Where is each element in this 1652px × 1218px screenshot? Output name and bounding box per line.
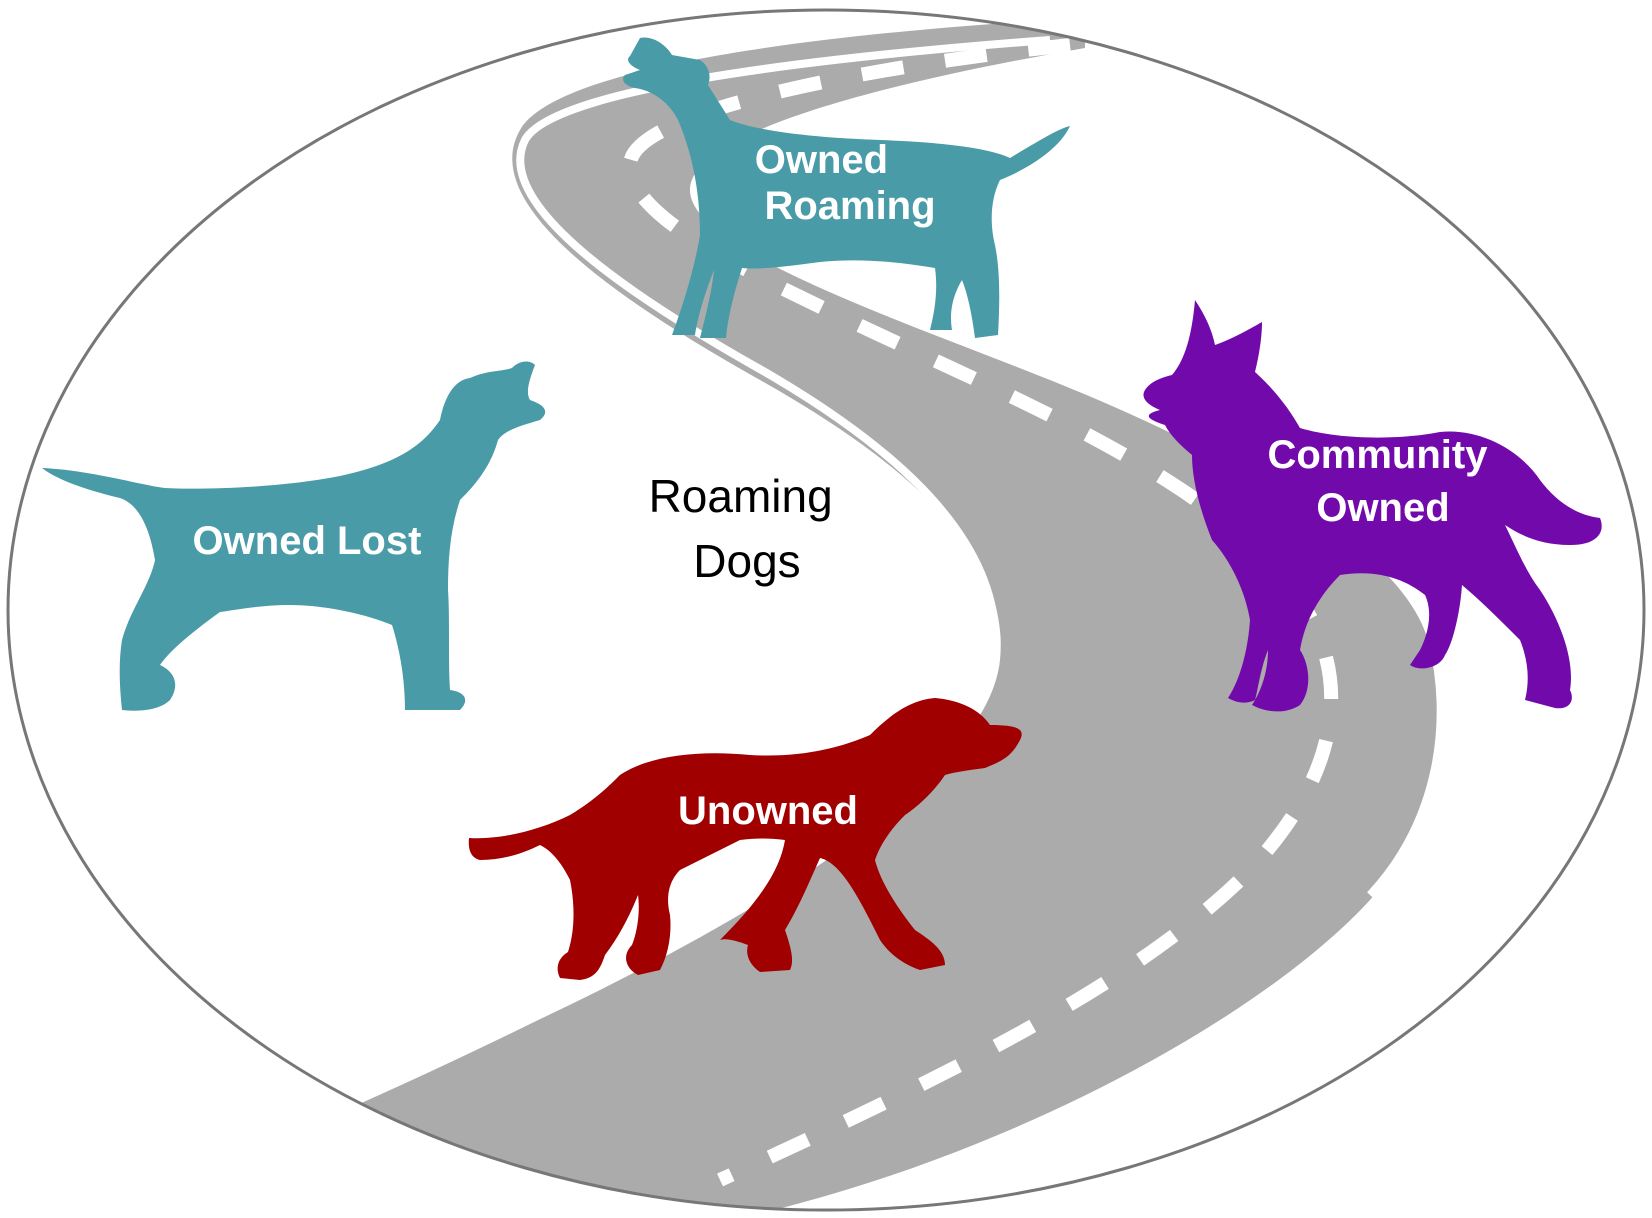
unowned-label: Unowned — [678, 789, 858, 833]
road-surface — [260, 18, 1440, 1210]
center-label: Roaming Dogs — [649, 470, 846, 587]
community-owned-dog-silhouette — [1143, 300, 1602, 712]
owned-roaming-label-line1: Owned — [755, 138, 888, 182]
unowned-dog: Unowned — [468, 698, 1022, 980]
owned-roaming-dog: Owned Roaming — [623, 37, 1070, 338]
community-owned-label-line1: Community — [1267, 433, 1488, 477]
community-owned-label: Community Owned — [1267, 433, 1498, 530]
owned-lost-dog: Owned Lost — [42, 361, 546, 711]
community-owned-dog: Community Owned — [1143, 300, 1602, 712]
center-label-line1: Roaming — [649, 470, 833, 522]
road-edge-line-left — [298, 36, 1051, 1129]
owned-roaming-label-line2: Roaming — [764, 184, 935, 228]
ellipse-border — [6, 8, 1646, 1212]
unowned-dog-silhouette — [468, 698, 1022, 980]
owned-lost-dog-silhouette — [42, 361, 546, 711]
owned-roaming-label: Owned Roaming — [755, 138, 936, 228]
owned-roaming-dog-silhouette — [623, 37, 1070, 338]
owned-lost-label: Owned Lost — [193, 519, 422, 563]
community-owned-label-line2: Owned — [1316, 486, 1449, 530]
center-label-line2: Dogs — [693, 535, 800, 587]
road-center-dashes — [622, 38, 1339, 1187]
